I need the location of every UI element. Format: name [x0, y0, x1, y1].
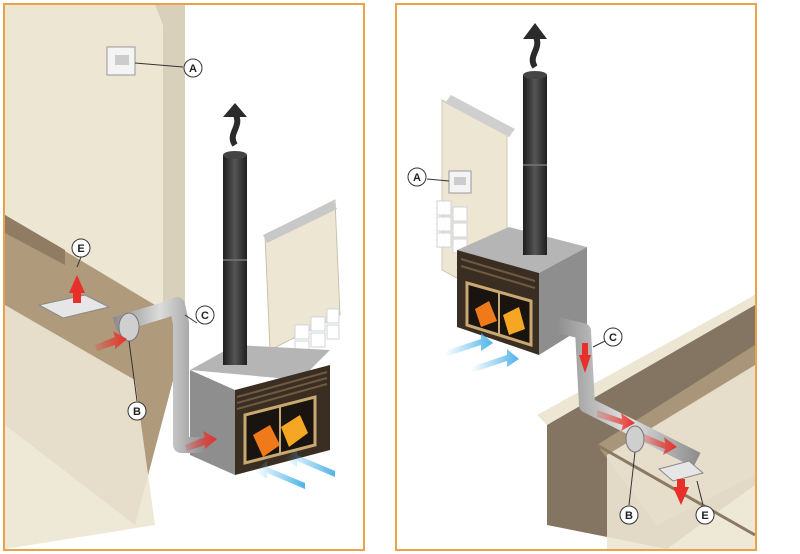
- left-fire: [253, 425, 280, 457]
- left-cold-air-arrow-1: [255, 461, 305, 489]
- left-floor-edge: [5, 215, 65, 265]
- right-callout-b: B: [625, 510, 633, 522]
- right-stove-louvers: [460, 258, 536, 289]
- left-lower-wall: [5, 305, 155, 549]
- right-diagram-panel: A C B: [395, 3, 757, 551]
- left-wall-tiles: [294, 308, 340, 356]
- right-warm-air-down-arrow: [579, 355, 591, 373]
- left-floor-grille: [37, 294, 111, 319]
- right-callout-a: A: [413, 172, 421, 184]
- left-callout-b-marker: [127, 401, 147, 421]
- right-exhaust-arrow: [529, 33, 541, 69]
- left-cold-air-arrow-2: [285, 449, 335, 477]
- right-callout-b-marker: [619, 505, 639, 525]
- right-callout-a-marker: [407, 167, 427, 187]
- right-cold-air-arrow-1: [445, 333, 493, 357]
- right-diagram: A C B: [407, 23, 755, 549]
- left-callout-e-marker: [71, 238, 91, 258]
- right-wall-cap: [445, 95, 515, 137]
- left-callout-c-marker: [195, 305, 215, 325]
- right-warm-air-duct-arrow-2: [642, 433, 677, 455]
- left-warm-air-up-arrow: [69, 275, 85, 293]
- left-thermostat-display: [115, 55, 129, 65]
- right-callout-c-marker: [603, 327, 623, 347]
- left-diagram-panel: A C: [3, 3, 365, 551]
- left-callout-b: B: [133, 406, 141, 418]
- right-floor-register: [657, 460, 705, 482]
- left-chimney-top: [223, 151, 247, 159]
- left-fire-2: [281, 415, 308, 447]
- left-callout-a: A: [189, 63, 197, 75]
- right-cold-air-arrow-2: [471, 349, 519, 373]
- right-exhaust-arrowhead: [523, 23, 547, 39]
- left-warm-air-inlet-arrow: [185, 431, 217, 451]
- left-diagram: A C: [5, 5, 341, 549]
- right-warm-air-out-arrow: [673, 487, 689, 505]
- left-stove-louvers: [236, 371, 328, 410]
- left-callout-c: C: [201, 310, 209, 322]
- left-partition-cap: [263, 201, 337, 243]
- left-exhaust-arrow: [229, 111, 241, 147]
- right-fire: [475, 301, 497, 327]
- right-callout-c: C: [609, 332, 617, 344]
- left-callout-a-marker: [183, 58, 203, 78]
- right-damper: [625, 425, 645, 453]
- right-callout-e: E: [701, 510, 708, 522]
- left-wall-edge: [155, 5, 185, 305]
- right-fire-2: [503, 307, 525, 335]
- right-warm-air-duct-arrow: [597, 410, 635, 431]
- right-stove-top: [457, 227, 587, 273]
- right-callout-e-marker: [695, 505, 715, 525]
- left-callout-e: E: [77, 243, 84, 255]
- left-stove-side: [190, 370, 235, 475]
- left-warm-air-duct-arrow: [95, 331, 127, 351]
- left-exhaust-arrowhead: [223, 103, 247, 117]
